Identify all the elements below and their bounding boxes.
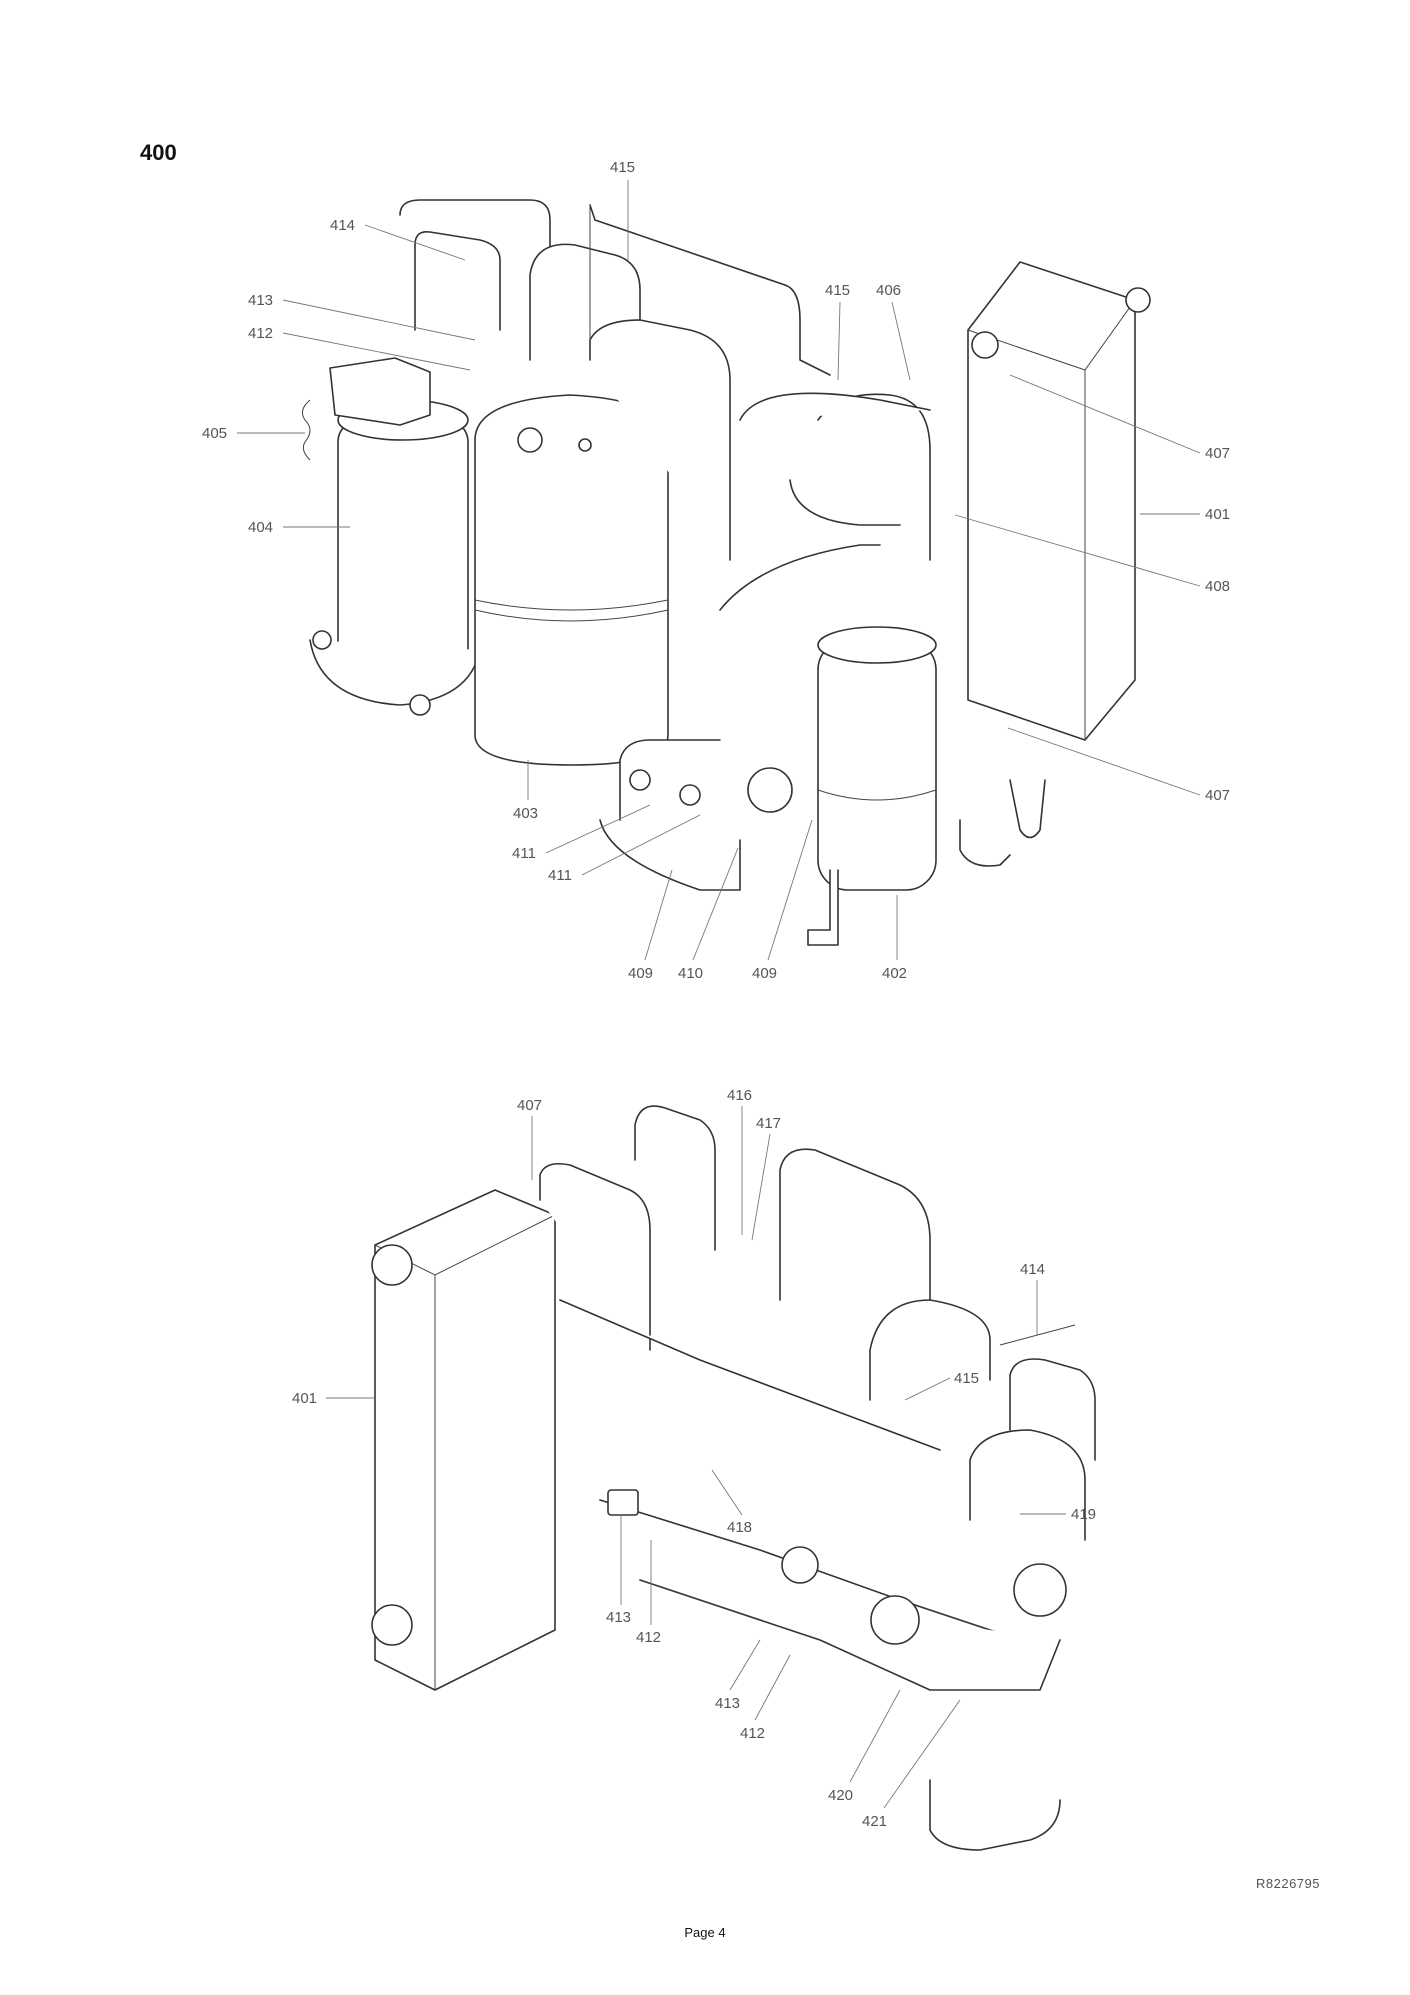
top-piping — [399, 199, 831, 561]
callout-407-upper: 407 — [1205, 445, 1230, 462]
callout-420: 420 — [828, 1787, 853, 1804]
callout-417: 417 — [756, 1115, 781, 1132]
bottom-assembly-view: 407 416 417 414 415 401 419 418 413 412 … — [292, 1087, 1096, 1851]
drawing-reference: R8226795 — [1256, 1876, 1320, 1891]
callout-414-bottom: 414 — [1020, 1261, 1045, 1278]
callout-404: 404 — [248, 519, 273, 536]
callout-402: 402 — [882, 965, 907, 982]
callout-407-lower: 407 — [1205, 787, 1230, 804]
callout-403: 403 — [513, 805, 538, 822]
compressor-404 — [309, 357, 481, 716]
callout-413-top: 413 — [248, 292, 273, 309]
callout-416: 416 — [727, 1087, 752, 1104]
callout-414-top: 414 — [330, 217, 355, 234]
receiver-402 — [807, 626, 937, 946]
heat-exchanger-401 — [967, 261, 1151, 741]
section-title: 400 — [140, 140, 177, 165]
callout-412-bottom-left: 412 — [636, 1629, 661, 1646]
callout-406: 406 — [876, 282, 901, 299]
centre-piping — [599, 392, 1046, 891]
callout-409-right: 409 — [752, 965, 777, 982]
callout-411-b: 411 — [548, 867, 572, 884]
callout-411-a: 411 — [512, 845, 536, 862]
sensor-414 — [999, 1324, 1076, 1346]
callout-408: 408 — [1205, 578, 1230, 595]
callout-401-top: 401 — [1205, 506, 1230, 523]
callout-418: 418 — [727, 1519, 752, 1536]
callout-410: 410 — [678, 965, 703, 982]
heat-exchanger-401-bottom — [371, 1189, 556, 1691]
page-number: Page 4 — [684, 1925, 726, 1940]
top-assembly-view: 415 414 413 412 405 404 415 406 407 401 … — [202, 159, 1230, 982]
clip-405 — [301, 399, 311, 461]
callout-409-left: 409 — [628, 965, 653, 982]
callout-415-right: 415 — [825, 282, 850, 299]
bottom-piping — [539, 1105, 1096, 1851]
callout-415-bottom: 415 — [954, 1370, 979, 1387]
callout-413-bottom-mid: 413 — [715, 1695, 740, 1712]
callout-413-bottom-left: 413 — [606, 1609, 631, 1626]
callout-419: 419 — [1071, 1506, 1096, 1523]
callout-412-top: 412 — [248, 325, 273, 342]
callout-412-bottom-mid: 412 — [740, 1725, 765, 1742]
callout-405: 405 — [202, 425, 227, 442]
callout-421: 421 — [862, 1813, 887, 1830]
callout-415-top: 415 — [610, 159, 635, 176]
tank-403 — [474, 394, 669, 766]
callout-401-bottom: 401 — [292, 1390, 317, 1407]
callout-407-bottom: 407 — [517, 1097, 542, 1114]
